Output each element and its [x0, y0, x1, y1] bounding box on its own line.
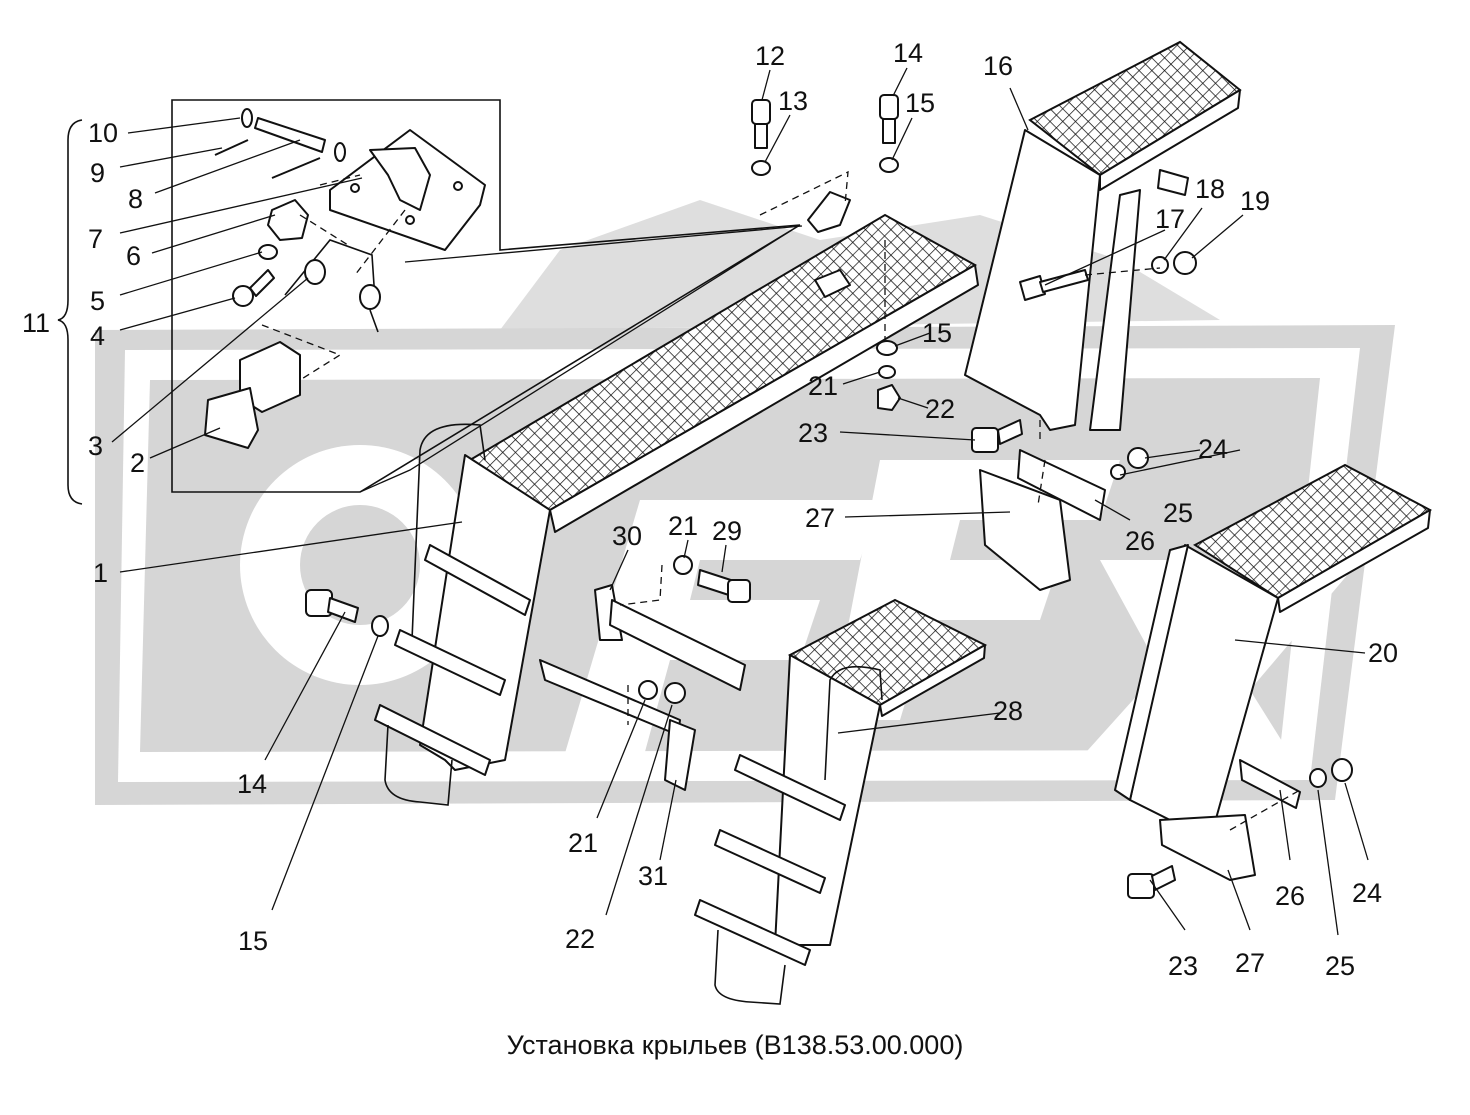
callout-22-bottom: 22	[565, 924, 595, 954]
callout-26-top: 26	[1125, 526, 1155, 556]
hinge-bracket-on-fender	[807, 191, 851, 298]
callout-27-bottom: 27	[1235, 948, 1265, 978]
bolt-14-top	[879, 94, 899, 173]
callout-23-top: 23	[798, 418, 828, 448]
group-bracket	[57, 119, 83, 505]
callout-15-top: 15	[905, 88, 935, 118]
callout-1: 1	[93, 558, 108, 588]
callout-25-top: 25	[1163, 498, 1193, 528]
callout-28: 28	[993, 696, 1023, 726]
callout-23-bottom: 23	[1168, 951, 1198, 981]
latch-block	[204, 341, 301, 449]
callout-17: 17	[1155, 204, 1185, 234]
fender-main-1	[374, 213, 979, 806]
bracket-31	[539, 659, 696, 791]
leader-lines	[111, 67, 1369, 936]
bolt-23-bottom	[1127, 865, 1176, 899]
callout-27-top: 27	[805, 503, 835, 533]
callout-24-top: 24	[1198, 434, 1228, 464]
callout-13: 13	[778, 86, 808, 116]
callout-29: 29	[712, 516, 742, 546]
callout-12: 12	[755, 41, 785, 71]
callout-25-bottom: 25	[1325, 951, 1355, 981]
callout-21-center: 21	[668, 511, 698, 541]
nut-18-19	[1151, 251, 1197, 275]
callout-24-bottom: 24	[1352, 878, 1382, 908]
callout-8: 8	[128, 184, 143, 214]
bracket-30	[594, 584, 746, 691]
callout-3: 3	[88, 431, 103, 461]
callout-labels: 10 9 8 7 6 5 4 11 3 2 12 13 14 15 16 17 …	[22, 38, 1398, 981]
fender-ladder-28	[694, 598, 988, 1005]
fender-lower-20	[1114, 463, 1433, 881]
callout-2: 2	[130, 448, 145, 478]
callout-9: 9	[90, 158, 105, 188]
callout-21-bottom: 21	[568, 828, 598, 858]
callout-15-left: 15	[238, 926, 268, 956]
callout-7: 7	[88, 224, 103, 254]
callout-6: 6	[126, 241, 141, 271]
bolt-12	[751, 99, 771, 176]
callout-4: 4	[90, 321, 105, 351]
torsion-springs	[284, 239, 381, 333]
callout-15-mid: 15	[922, 318, 952, 348]
bolt-14-left	[305, 589, 389, 637]
callout-11: 11	[22, 308, 50, 338]
bolt-23-top	[971, 419, 1023, 453]
callout-26-bottom: 26	[1275, 881, 1305, 911]
hinge-pin	[214, 108, 346, 179]
callout-14-left: 14	[237, 769, 267, 799]
callout-21-mid: 21	[808, 371, 838, 401]
callout-18: 18	[1195, 174, 1225, 204]
bolt-17	[1019, 269, 1089, 301]
nuts-24-25-bottom	[1309, 758, 1353, 788]
detail-inset-frame	[171, 99, 801, 493]
hinge-base-plate	[329, 129, 486, 251]
fender-upper-16	[964, 40, 1242, 431]
callout-16: 16	[983, 51, 1013, 81]
callout-5: 5	[90, 286, 105, 316]
callout-20: 20	[1368, 638, 1398, 668]
callout-30: 30	[612, 521, 642, 551]
callout-22-mid: 22	[925, 394, 955, 424]
callout-14-top: 14	[893, 38, 923, 68]
callout-31: 31	[638, 861, 668, 891]
bolt-29-and-nuts	[638, 555, 751, 704]
mudflap-27-top	[979, 449, 1106, 591]
callout-19: 19	[1240, 186, 1270, 216]
diagram-caption: Установка крыльев (В138.53.00.000)	[506, 1030, 964, 1060]
nut-and-bolt	[232, 199, 309, 307]
callout-10: 10	[88, 118, 118, 148]
